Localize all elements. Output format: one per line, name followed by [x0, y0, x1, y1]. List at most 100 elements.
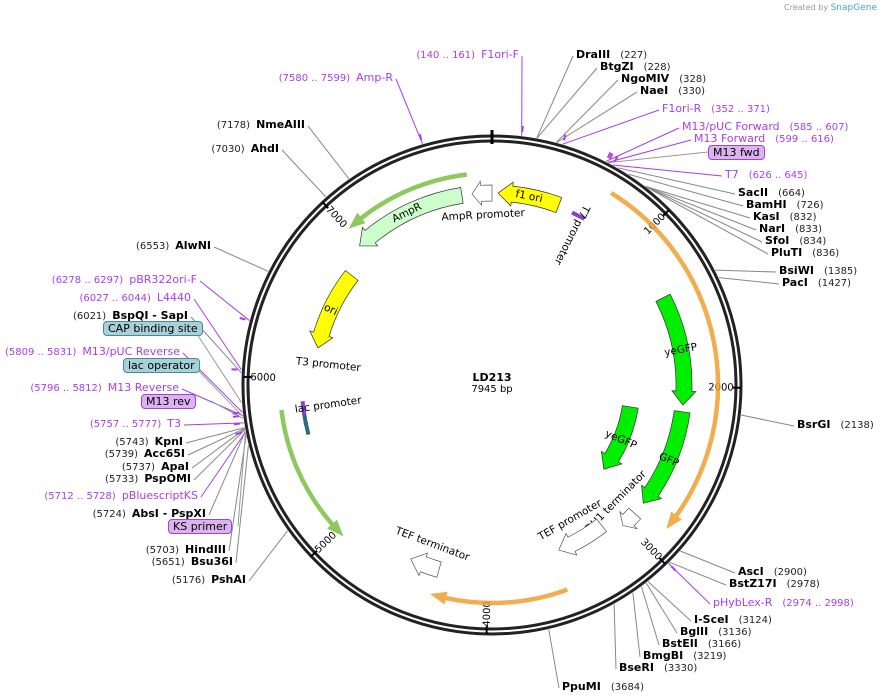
feature-tef-terminator[interactable]: [410, 552, 442, 578]
enzyme-label[interactable]: KasI(832): [753, 211, 816, 224]
feature-box-label[interactable]: M13 rev: [141, 394, 196, 409]
site-name: T7: [725, 168, 739, 181]
primer-label[interactable]: pHybLex-R(2974 .. 2998): [713, 597, 854, 610]
enzyme-label[interactable]: PacI(1427): [782, 277, 851, 290]
site-position: (5724): [92, 509, 126, 520]
primer-site-mark: [670, 565, 677, 572]
feature-f1-ori[interactable]: [497, 181, 563, 213]
site-name: Amp-R: [356, 71, 393, 84]
feature-ori[interactable]: [309, 270, 359, 349]
primer-label[interactable]: (7580 .. 7599)Amp-R: [279, 72, 393, 85]
enzyme-label[interactable]: (5743)KpnI: [115, 436, 183, 449]
feature-box-label[interactable]: M13 fwd: [708, 145, 765, 160]
feature-adh1-terminator[interactable]: [619, 507, 642, 530]
tick-label: 4000: [482, 601, 494, 627]
leader-line: [183, 422, 244, 426]
orf-arrow[interactable]: [279, 409, 344, 537]
enzyme-label[interactable]: (5703)HindIII: [146, 544, 226, 557]
primer-label[interactable]: (5757 .. 5777)T3: [90, 418, 181, 431]
site-position: (5809 .. 5831): [4, 347, 77, 358]
feature-box-label[interactable]: KS primer: [168, 519, 233, 534]
feature-ampr-promoter[interactable]: [471, 180, 493, 207]
site-name: M13 Reverse: [107, 381, 179, 394]
enzyme-label[interactable]: BglII(3136): [680, 626, 751, 639]
promoter-mark[interactable]: [300, 400, 307, 416]
primer-label[interactable]: (5796 .. 5812) M13 Reverse: [30, 382, 179, 395]
enzyme-label[interactable]: (5724)AbsI - PspXI: [93, 508, 206, 521]
feature-yegfp[interactable]: [655, 293, 697, 406]
site-name: PacI: [782, 276, 808, 289]
orf-arrow[interactable]: [609, 191, 721, 529]
enzyme-label[interactable]: AscI(2900): [738, 566, 807, 579]
promoter-mark[interactable]: [571, 210, 586, 221]
enzyme-label[interactable]: PluTI(836): [771, 247, 839, 260]
enzyme-label[interactable]: NaeI(330): [640, 85, 705, 98]
enzyme-label[interactable]: BamHI(726): [746, 199, 823, 212]
enzyme-label[interactable]: (6553)AlwNI: [136, 240, 211, 253]
enzyme-label[interactable]: (5176)PshAI: [172, 574, 246, 587]
enzyme-label[interactable]: NarI(833): [759, 223, 822, 236]
site-name: Acc65I: [144, 447, 185, 460]
primer-label[interactable]: (6278 .. 6297)pBR322ori-F: [52, 274, 197, 287]
site-position: (330): [678, 86, 706, 97]
site-name: BmgBI: [643, 649, 684, 662]
enzyme-label[interactable]: BseRI(3330): [619, 662, 697, 675]
enzyme-label[interactable]: (7178)NmeAIII: [217, 119, 305, 132]
enzyme-label[interactable]: (5733)PspOMI: [105, 473, 191, 486]
enzyme-label[interactable]: (5739)Acc65I: [105, 448, 185, 461]
site-name: pBR322ori-F: [129, 273, 197, 286]
feature-gfp[interactable]: [641, 410, 691, 504]
site-position: (328): [679, 74, 707, 85]
feature-box-label[interactable]: lac operator: [123, 358, 200, 373]
enzyme-label[interactable]: (7030)AhdI: [211, 143, 279, 156]
enzyme-label[interactable]: BtgZI(228): [600, 61, 670, 74]
primer-site-mark: [239, 317, 246, 321]
enzyme-label[interactable]: BstEII(3166): [662, 638, 741, 651]
primer-label[interactable]: (140 .. 161)F1ori-F: [416, 49, 519, 62]
site-name: BstZ17I: [729, 577, 777, 590]
leader-line: [248, 530, 288, 582]
enzyme-label[interactable]: (5737)ApaI: [122, 461, 189, 474]
enzyme-label[interactable]: PpuMI(3684): [562, 681, 644, 694]
primer-label[interactable]: F1ori-R(352 .. 371): [662, 103, 770, 116]
feature-label: f1 ori: [514, 188, 543, 205]
orf-arrow[interactable]: [348, 172, 468, 229]
orf-arrow[interactable]: [429, 587, 569, 606]
leader-line: [208, 431, 246, 516]
site-position: (6021): [72, 311, 107, 322]
primer-label[interactable]: (5712 .. 5728)pBluescriptKS: [44, 490, 198, 503]
feature-box-label[interactable]: CAP binding site: [103, 321, 203, 336]
enzyme-label[interactable]: I-SceI(3124): [694, 614, 772, 627]
enzyme-label[interactable]: SacII(664): [738, 187, 805, 200]
enzyme-label[interactable]: SfoI(834): [765, 235, 826, 248]
leader-line: [237, 432, 247, 527]
primer-site-mark: [233, 422, 241, 426]
site-position: (834): [799, 236, 827, 247]
primer-label[interactable]: M13/pUC Forward(585 .. 607): [682, 121, 848, 134]
feature-yegfp[interactable]: [600, 405, 639, 470]
primer-label[interactable]: T7(626 .. 645): [725, 169, 807, 182]
primer-label[interactable]: (5809 .. 5831)M13/pUC Reverse: [5, 346, 180, 359]
enzyme-label[interactable]: BsrGI(2138): [797, 419, 874, 432]
leader-line: [645, 582, 678, 634]
primer-label[interactable]: M13 Forward(599 .. 616): [694, 133, 834, 146]
leader-line: [645, 185, 751, 219]
site-position: (5796 .. 5812): [30, 383, 102, 394]
enzyme-label[interactable]: (5651)Bsu36I: [152, 556, 233, 569]
site-position: (6027 .. 6044): [79, 293, 151, 304]
site-name: BspQI - SapI: [112, 309, 188, 322]
feature-tef-promoter[interactable]: [558, 518, 607, 556]
primer-label[interactable]: (6027 .. 6044)L4440: [79, 292, 191, 305]
enzyme-label[interactable]: BsiWI(1385): [779, 265, 857, 278]
leader-line: [193, 429, 246, 481]
enzyme-label[interactable]: BstZ17I(2978): [729, 578, 820, 591]
enzyme-label[interactable]: DraIII(227): [576, 49, 647, 62]
leader-line: [536, 67, 598, 139]
enzyme-label[interactable]: (6021) BspQI - SapI: [73, 310, 188, 323]
site-position: (3684): [610, 682, 645, 693]
site-position: (7178): [216, 120, 251, 131]
feature-ampr[interactable]: [359, 187, 464, 247]
leader-line: [680, 550, 736, 574]
enzyme-label[interactable]: NgoMIV(328): [621, 73, 706, 86]
enzyme-label[interactable]: BmgBI(3219): [643, 650, 726, 663]
